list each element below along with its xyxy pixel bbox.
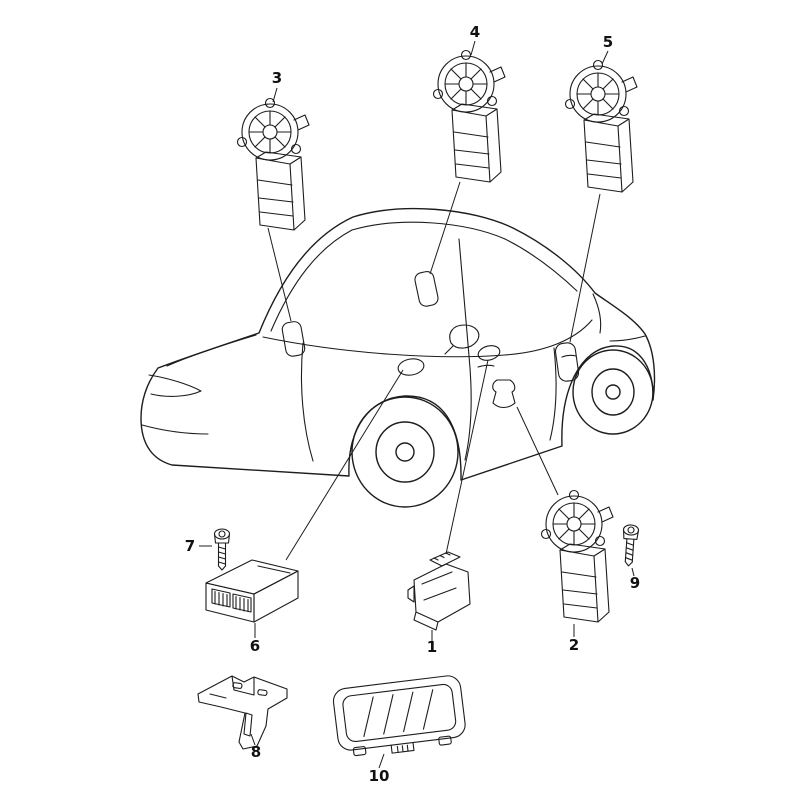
callout-5[interactable]: 5 (603, 33, 613, 51)
leader-lines (199, 40, 635, 769)
bumper-crease (141, 424, 209, 435)
rear-light-line (609, 335, 646, 342)
callout-3[interactable]: 3 (272, 69, 282, 87)
module10-outer (332, 675, 466, 751)
control-module-part-6[interactable] (205, 559, 299, 623)
roof-inner-line (351, 221, 506, 240)
unit-connector (429, 551, 461, 567)
module10-ribs (363, 689, 434, 738)
screw-part-7[interactable] (213, 528, 231, 571)
bracket-slot-2 (257, 689, 268, 696)
mount-location-6[interactable] (397, 357, 425, 377)
rear-glass-inner-line (504, 238, 578, 292)
mount-location-1[interactable] (477, 344, 502, 363)
headlight-outline (148, 374, 202, 397)
module-connector-1-pins (214, 590, 228, 608)
leader-2 (516, 406, 575, 637)
module10-foot-right (438, 735, 452, 746)
leader-10 (378, 753, 385, 769)
bracket-slot-1 (232, 682, 243, 689)
leader-9 (631, 567, 635, 577)
car-silhouette (140, 207, 656, 481)
grommet-location-4[interactable] (414, 270, 440, 307)
window-motor-part-2[interactable] (540, 489, 614, 623)
unit-bottom-tab (413, 611, 439, 631)
window-motor-part-4[interactable] (432, 49, 506, 183)
callout-4[interactable]: 4 (470, 23, 480, 41)
callout-labels: 1 2 3 4 5 6 7 8 9 10 (185, 23, 640, 785)
callout-8[interactable]: 8 (251, 743, 261, 761)
car-body-outline (140, 207, 656, 481)
module-connector-2-pins (235, 595, 249, 613)
control-unit-part-1[interactable] (407, 551, 471, 631)
bracket-part-8[interactable] (197, 675, 288, 750)
leader-5 (569, 50, 609, 343)
rear-door-handle (561, 354, 577, 358)
front-door-front-seam (300, 342, 314, 462)
b-pillar-line (458, 238, 470, 357)
side-mirror (444, 324, 480, 355)
grommet-location-2[interactable] (492, 379, 516, 409)
leader-4 (429, 40, 476, 275)
leader-6 (254, 369, 404, 638)
callout-2[interactable]: 2 (569, 636, 579, 654)
belt-line (262, 319, 593, 358)
front-door-handle (477, 364, 495, 368)
module10-connector-pins (396, 744, 409, 753)
grommet-location-5[interactable] (554, 342, 580, 382)
leader-1 (431, 359, 489, 641)
window-motor-part-5[interactable] (564, 59, 638, 193)
windshield-inner-line (270, 229, 353, 332)
module-top-face (205, 559, 299, 595)
mount-locations (281, 270, 580, 409)
rear-door-rear-seam (549, 347, 557, 441)
screw-part-9[interactable] (620, 523, 640, 567)
bracket-leg-slot (243, 712, 253, 737)
module10-foot-left (352, 746, 367, 757)
module-connector-1 (211, 588, 231, 608)
bracket-outline (197, 675, 288, 750)
callout-7[interactable]: 7 (185, 537, 195, 555)
module-top-detail (257, 565, 291, 574)
module-right-face (253, 570, 299, 623)
car-body-details (141, 221, 646, 462)
callout-10[interactable]: 10 (369, 767, 390, 785)
module-connector-2 (232, 593, 252, 613)
hood-seam (166, 334, 257, 367)
grommet-location-3[interactable] (281, 321, 306, 358)
leader-8 (250, 733, 256, 746)
callout-9[interactable]: 9 (630, 574, 640, 592)
module-part-10[interactable] (332, 674, 468, 759)
callout-6[interactable]: 6 (250, 637, 260, 655)
unit-inner-lines (421, 571, 457, 601)
rear-wheel (572, 349, 654, 435)
front-wheel (351, 396, 459, 508)
trunk-seam (592, 293, 602, 334)
callout-1[interactable]: 1 (427, 638, 437, 656)
unit-left-clip (407, 585, 415, 603)
module10-inner (342, 683, 457, 743)
front-door-rear-seam (464, 355, 472, 461)
bracket-fold-lines (209, 675, 255, 699)
window-motor-part-3[interactable] (236, 97, 310, 231)
unit-connector-pins (433, 552, 451, 561)
